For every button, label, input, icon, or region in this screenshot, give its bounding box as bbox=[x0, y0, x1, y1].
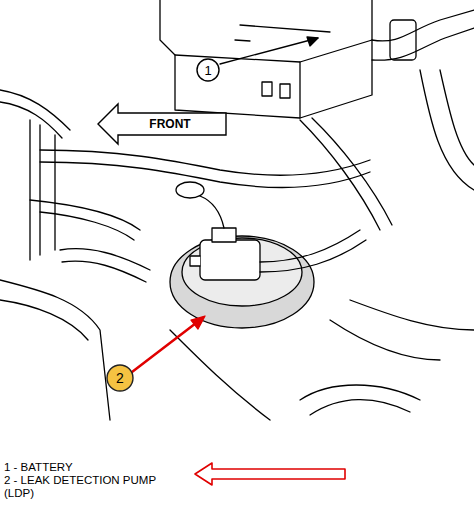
leader-arrowhead bbox=[307, 37, 318, 46]
battery-cable bbox=[372, 10, 474, 60]
pump-hose bbox=[260, 230, 366, 272]
brake-lines bbox=[30, 120, 55, 260]
engine-part bbox=[0, 280, 110, 420]
callout-number: 2 bbox=[106, 364, 134, 392]
cable-clamp bbox=[390, 20, 416, 60]
hose bbox=[300, 118, 392, 230]
pump-solenoid bbox=[200, 240, 260, 280]
legend-pointer-arrow bbox=[195, 463, 345, 485]
hose bbox=[0, 90, 70, 138]
battery-box bbox=[160, 0, 372, 118]
callout-text: 2 bbox=[116, 370, 124, 386]
pump-top bbox=[182, 238, 302, 306]
tube bbox=[30, 200, 140, 240]
pump-connector bbox=[212, 228, 236, 242]
hose bbox=[420, 70, 474, 190]
legend-text: 2 - LEAK DETECTION PUMP (LDP) bbox=[4, 474, 169, 500]
direction-arrow: FRONT bbox=[98, 104, 226, 144]
wire-harness bbox=[40, 150, 370, 187]
pointer-arrow bbox=[132, 320, 200, 372]
circle-outline bbox=[107, 365, 133, 391]
circle-outline bbox=[197, 59, 219, 81]
battery-edge bbox=[175, 40, 372, 62]
battery-clip bbox=[280, 84, 290, 98]
pump-port bbox=[190, 256, 200, 266]
arrow-outline bbox=[98, 104, 226, 144]
direction-label: FRONT bbox=[149, 117, 190, 131]
leader-line bbox=[220, 38, 318, 64]
pump-wire bbox=[200, 196, 224, 228]
callout-number: 1 bbox=[196, 58, 220, 82]
legend-text: 1 - BATTERY bbox=[4, 461, 204, 474]
callout-text: 1 bbox=[204, 63, 211, 78]
hose bbox=[300, 385, 420, 415]
hose bbox=[170, 300, 474, 420]
tube bbox=[60, 249, 150, 282]
battery-clip bbox=[262, 82, 272, 96]
leak-detection-pump bbox=[170, 236, 314, 328]
battery-edge bbox=[299, 62, 300, 118]
pointer-arrowhead bbox=[191, 316, 205, 329]
